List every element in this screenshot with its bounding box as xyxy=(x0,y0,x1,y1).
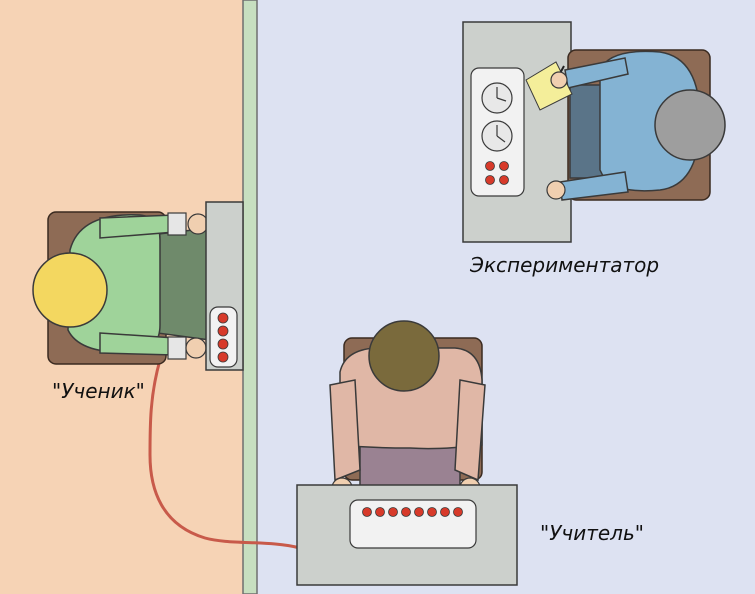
teacher-label: "Учитель" xyxy=(540,521,644,545)
clock-hand xyxy=(496,97,507,102)
learner-strap-bottom xyxy=(167,336,187,360)
clock-hand xyxy=(496,135,506,143)
shock-generator-desk xyxy=(296,484,518,586)
experimenter-hand xyxy=(550,71,568,89)
learner-hand-bottom xyxy=(185,337,207,359)
learner-answer-panel xyxy=(205,201,244,371)
teacher-arm-right xyxy=(454,379,486,482)
learner-light-4 xyxy=(217,351,229,363)
experimenter-button xyxy=(499,175,509,185)
learner-strap-top xyxy=(167,212,187,236)
experimenter-desk xyxy=(462,21,572,243)
learner-light-1 xyxy=(217,312,229,324)
learner-light-3 xyxy=(217,338,229,350)
shock-switch xyxy=(414,507,424,517)
experimenter-hand xyxy=(546,180,566,200)
shock-switch xyxy=(453,507,463,517)
shock-switch xyxy=(375,507,385,517)
shock-switch xyxy=(388,507,398,517)
learner-head xyxy=(32,252,108,328)
shock-switch xyxy=(440,507,450,517)
teacher-head xyxy=(368,320,440,392)
experimenter-figure xyxy=(525,49,726,201)
partition-wall xyxy=(242,0,258,594)
shock-switch xyxy=(401,507,411,517)
shock-switch xyxy=(427,507,437,517)
teacher-figure xyxy=(329,320,486,499)
shock-switch xyxy=(362,507,372,517)
experimenter-label: Экспериментатор xyxy=(469,253,659,277)
learner-panel-lightbox xyxy=(209,306,238,368)
experimenter-button xyxy=(485,175,495,185)
teacher-arm-left xyxy=(329,379,361,482)
learner-label: "Ученик" xyxy=(52,379,145,403)
experimenter-button xyxy=(499,161,509,171)
learner-light-2 xyxy=(217,325,229,337)
learner-figure xyxy=(32,211,211,365)
learner-hand-top xyxy=(187,213,209,235)
experimenter-head xyxy=(654,89,726,161)
experimenter-button xyxy=(485,161,495,171)
electrode-wire xyxy=(148,359,301,550)
